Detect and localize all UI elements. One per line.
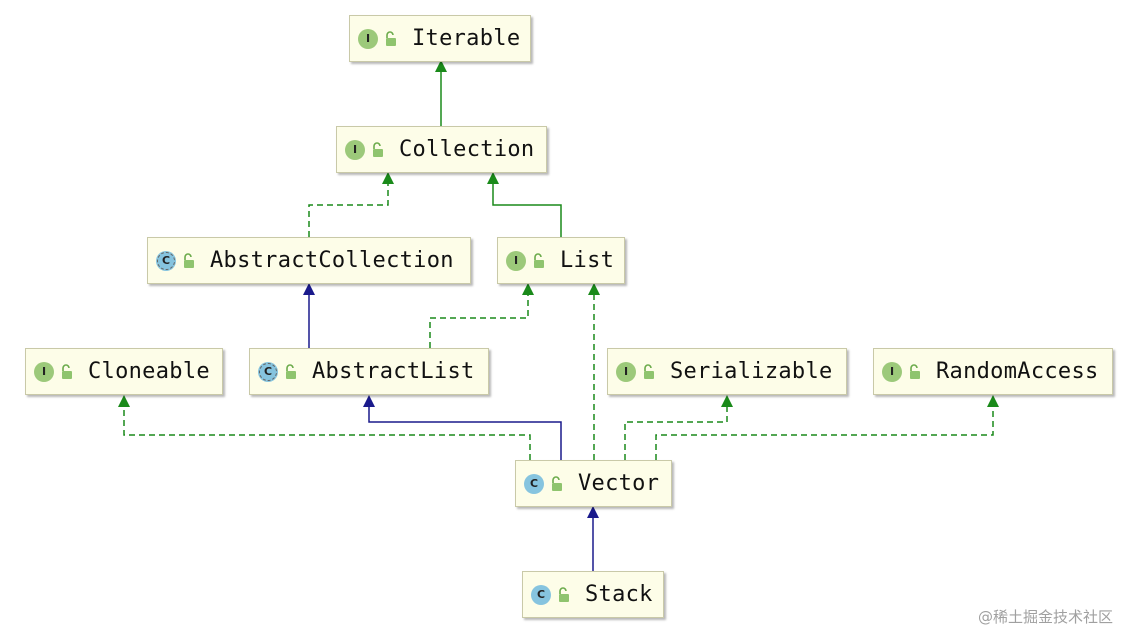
node-abstractcollection[interactable]: C AbstractCollection [147, 237, 471, 284]
edge-vector-cloneable [118, 395, 531, 460]
node-label: Stack [585, 582, 653, 607]
edge-abstractcollection-collection [308, 172, 394, 237]
edge-vector-serializable [624, 395, 733, 460]
node-label: Cloneable [88, 359, 210, 384]
node-serializable[interactable]: I Serializable [607, 348, 847, 395]
node-label: Collection [399, 137, 535, 162]
node-label: RandomAccess [936, 359, 1099, 384]
edge-list-collection [487, 172, 562, 237]
lock-open-icon [644, 363, 654, 379]
node-label: Iterable [412, 26, 521, 51]
lock-open-icon [910, 363, 920, 379]
interface-icon: I [345, 139, 365, 160]
node-stack[interactable]: C Stack [522, 571, 664, 618]
interface-icon: I [34, 361, 54, 382]
node-abstractlist[interactable]: C AbstractList [249, 348, 489, 395]
node-label: AbstractCollection [210, 248, 454, 273]
interface-icon: I [358, 28, 378, 49]
lock-open-icon [534, 252, 544, 268]
lock-open-icon [552, 475, 562, 491]
lock-open-icon [373, 141, 383, 157]
lock-open-icon [184, 252, 194, 268]
node-cloneable[interactable]: I Cloneable [25, 348, 223, 395]
class-icon: C [531, 584, 551, 605]
lock-open-icon [386, 30, 396, 46]
abstract-class-icon: C [258, 361, 278, 382]
watermark: @稀土掘金技术社区 [977, 608, 1113, 626]
node-label: Vector [578, 471, 660, 496]
lock-open-icon [286, 363, 296, 379]
edge-vector-randomaccess [655, 395, 999, 460]
interface-icon: I [506, 250, 526, 271]
lock-open-icon [559, 586, 569, 602]
interface-icon: I [882, 361, 902, 382]
node-label: List [560, 248, 615, 273]
node-label: Serializable [670, 359, 833, 384]
lock-open-icon [62, 363, 72, 379]
node-randomaccess[interactable]: I RandomAccess [873, 348, 1113, 395]
abstract-class-icon: C [156, 250, 176, 271]
edge-vector-abstractlist [363, 395, 562, 460]
node-collection[interactable]: I Collection [336, 126, 547, 173]
class-icon: C [524, 473, 544, 494]
node-vector[interactable]: C Vector [515, 460, 672, 507]
interface-icon: I [616, 361, 636, 382]
node-label: AbstractList [312, 359, 475, 384]
node-iterable[interactable]: I Iterable [349, 15, 531, 62]
node-list[interactable]: I List [497, 237, 625, 284]
edge-abstractlist-list [429, 283, 534, 348]
